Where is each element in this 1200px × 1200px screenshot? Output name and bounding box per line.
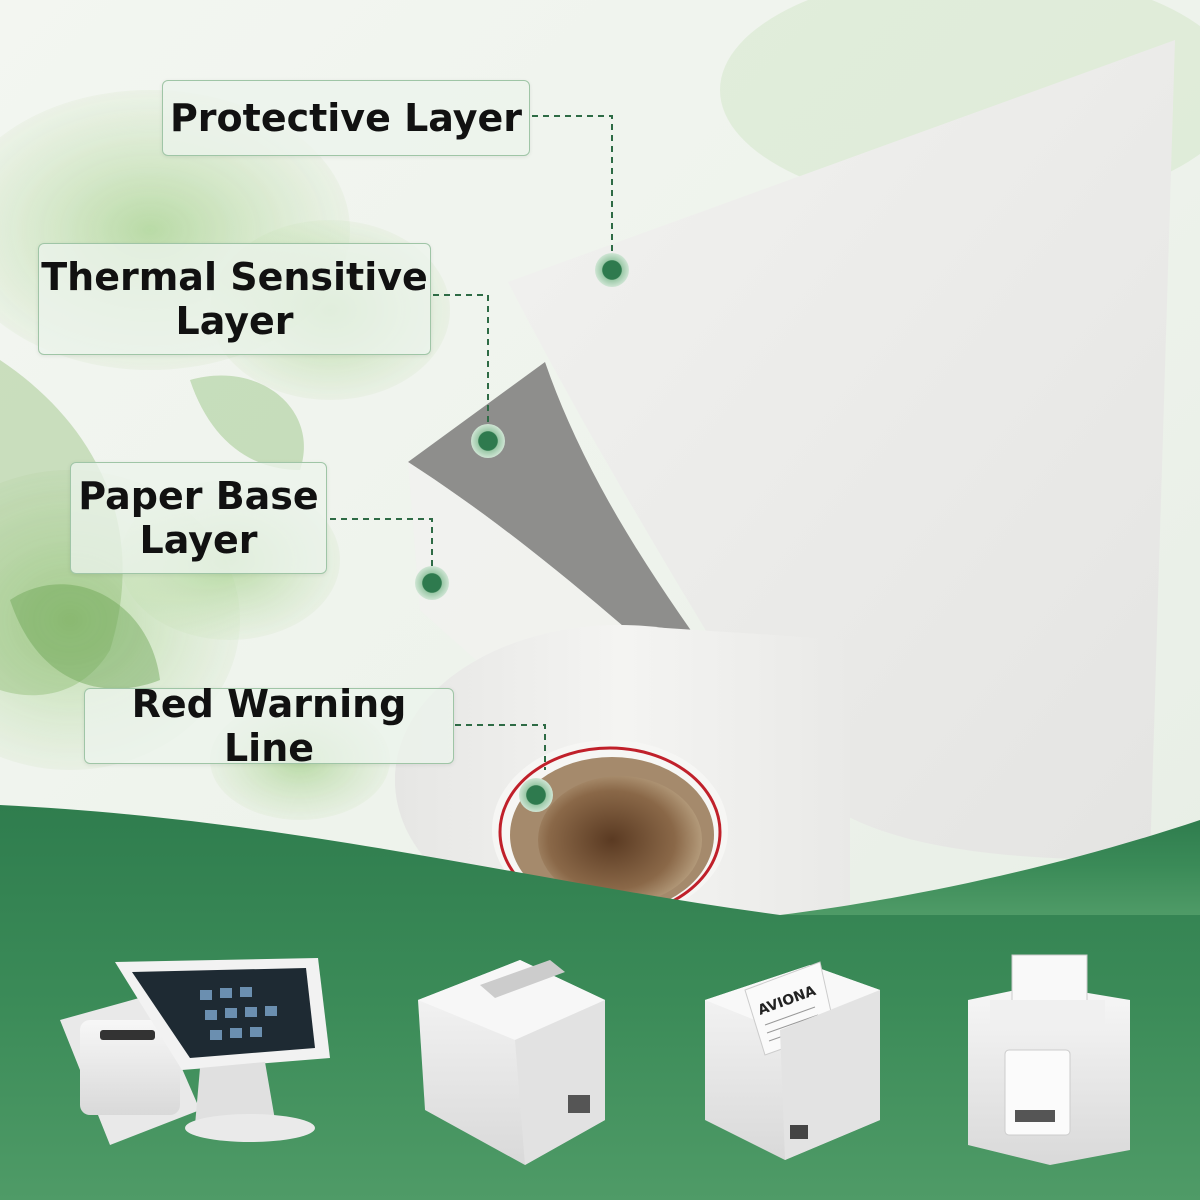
thermal-dot <box>471 424 505 458</box>
paper-roll <box>395 625 850 935</box>
paper-base-dot <box>415 566 449 600</box>
thermal-layer-text-line1: Thermal Sensitive <box>41 255 428 299</box>
pos-terminal-image <box>60 958 330 1145</box>
red-warning-line-text: Red Warning Line <box>131 682 407 770</box>
thermal-layer-text-line2: Layer <box>175 299 294 343</box>
callout-connectors <box>330 115 613 770</box>
thermal-sensitive-layer-label: Thermal Sensitive Layer <box>38 243 431 355</box>
paper-base-text-line2: Layer <box>139 518 258 562</box>
protective-layer-text: Protective Layer <box>169 96 523 140</box>
protective-layer-label: Protective Layer <box>162 80 530 156</box>
paper-base-layer-label: Paper Base Layer <box>70 462 327 574</box>
dot-matrix-printer-image <box>418 960 605 1165</box>
compact-thermal-printer-image <box>968 954 1130 1165</box>
protective-dot <box>595 253 629 287</box>
thermal-receipt-printer-image: AVIONA <box>705 961 880 1160</box>
red-warning-line-label: Red Warning Line <box>84 682 454 770</box>
protective-sheet <box>508 40 1175 860</box>
paper-base-text-line1: Paper Base <box>78 474 319 518</box>
red-line-dot <box>519 778 553 812</box>
